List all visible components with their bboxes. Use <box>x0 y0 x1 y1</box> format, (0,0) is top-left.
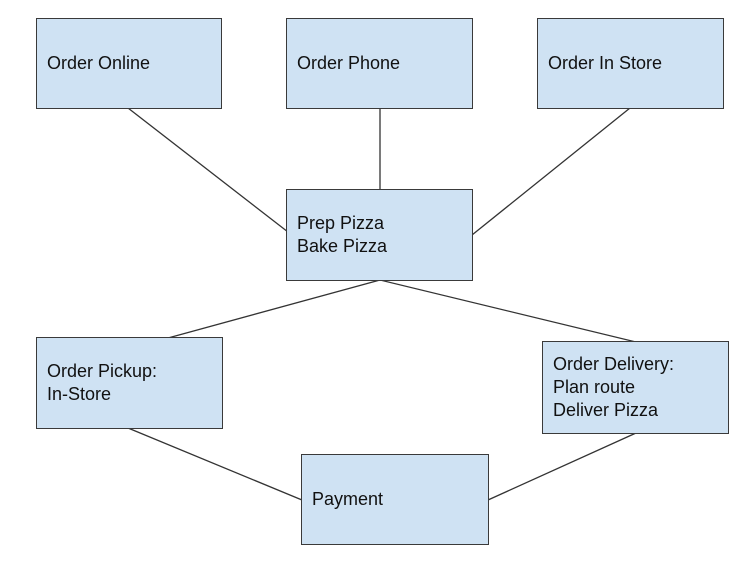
node-order-delivery: Order Delivery: Plan route Deliver Pizza <box>542 341 729 434</box>
node-order-in-store: Order In Store <box>537 18 724 109</box>
node-label-line: Order Pickup: <box>47 361 158 381</box>
node-label-line: In-Store <box>47 384 112 404</box>
node-label-line: Order In Store <box>548 53 663 73</box>
node-payment: Payment <box>301 454 489 545</box>
edge-prep-pickup <box>167 279 381 339</box>
edge-instore-prep <box>471 107 631 236</box>
node-order-pickup: Order Pickup: In-Store <box>36 337 223 429</box>
edge-delivery-payment <box>487 432 637 501</box>
edge-online-prep <box>127 107 289 233</box>
node-label-line: Order Online <box>47 53 151 73</box>
node-label-line: Bake Pizza <box>297 236 388 256</box>
node-label-line: Payment <box>312 489 384 509</box>
node-label-line: Order Delivery: <box>553 354 675 374</box>
node-label-line: Order Phone <box>297 53 401 73</box>
node-label-line: Prep Pizza <box>297 213 385 233</box>
node-label-line: Deliver Pizza <box>553 400 659 420</box>
node-order-online: Order Online <box>36 18 222 109</box>
node-order-phone: Order Phone <box>286 18 473 109</box>
edge-prep-delivery <box>379 279 637 343</box>
node-label-line: Plan route <box>553 377 636 397</box>
node-prep-bake: Prep Pizza Bake Pizza <box>286 189 473 281</box>
edge-pickup-payment <box>127 427 303 501</box>
